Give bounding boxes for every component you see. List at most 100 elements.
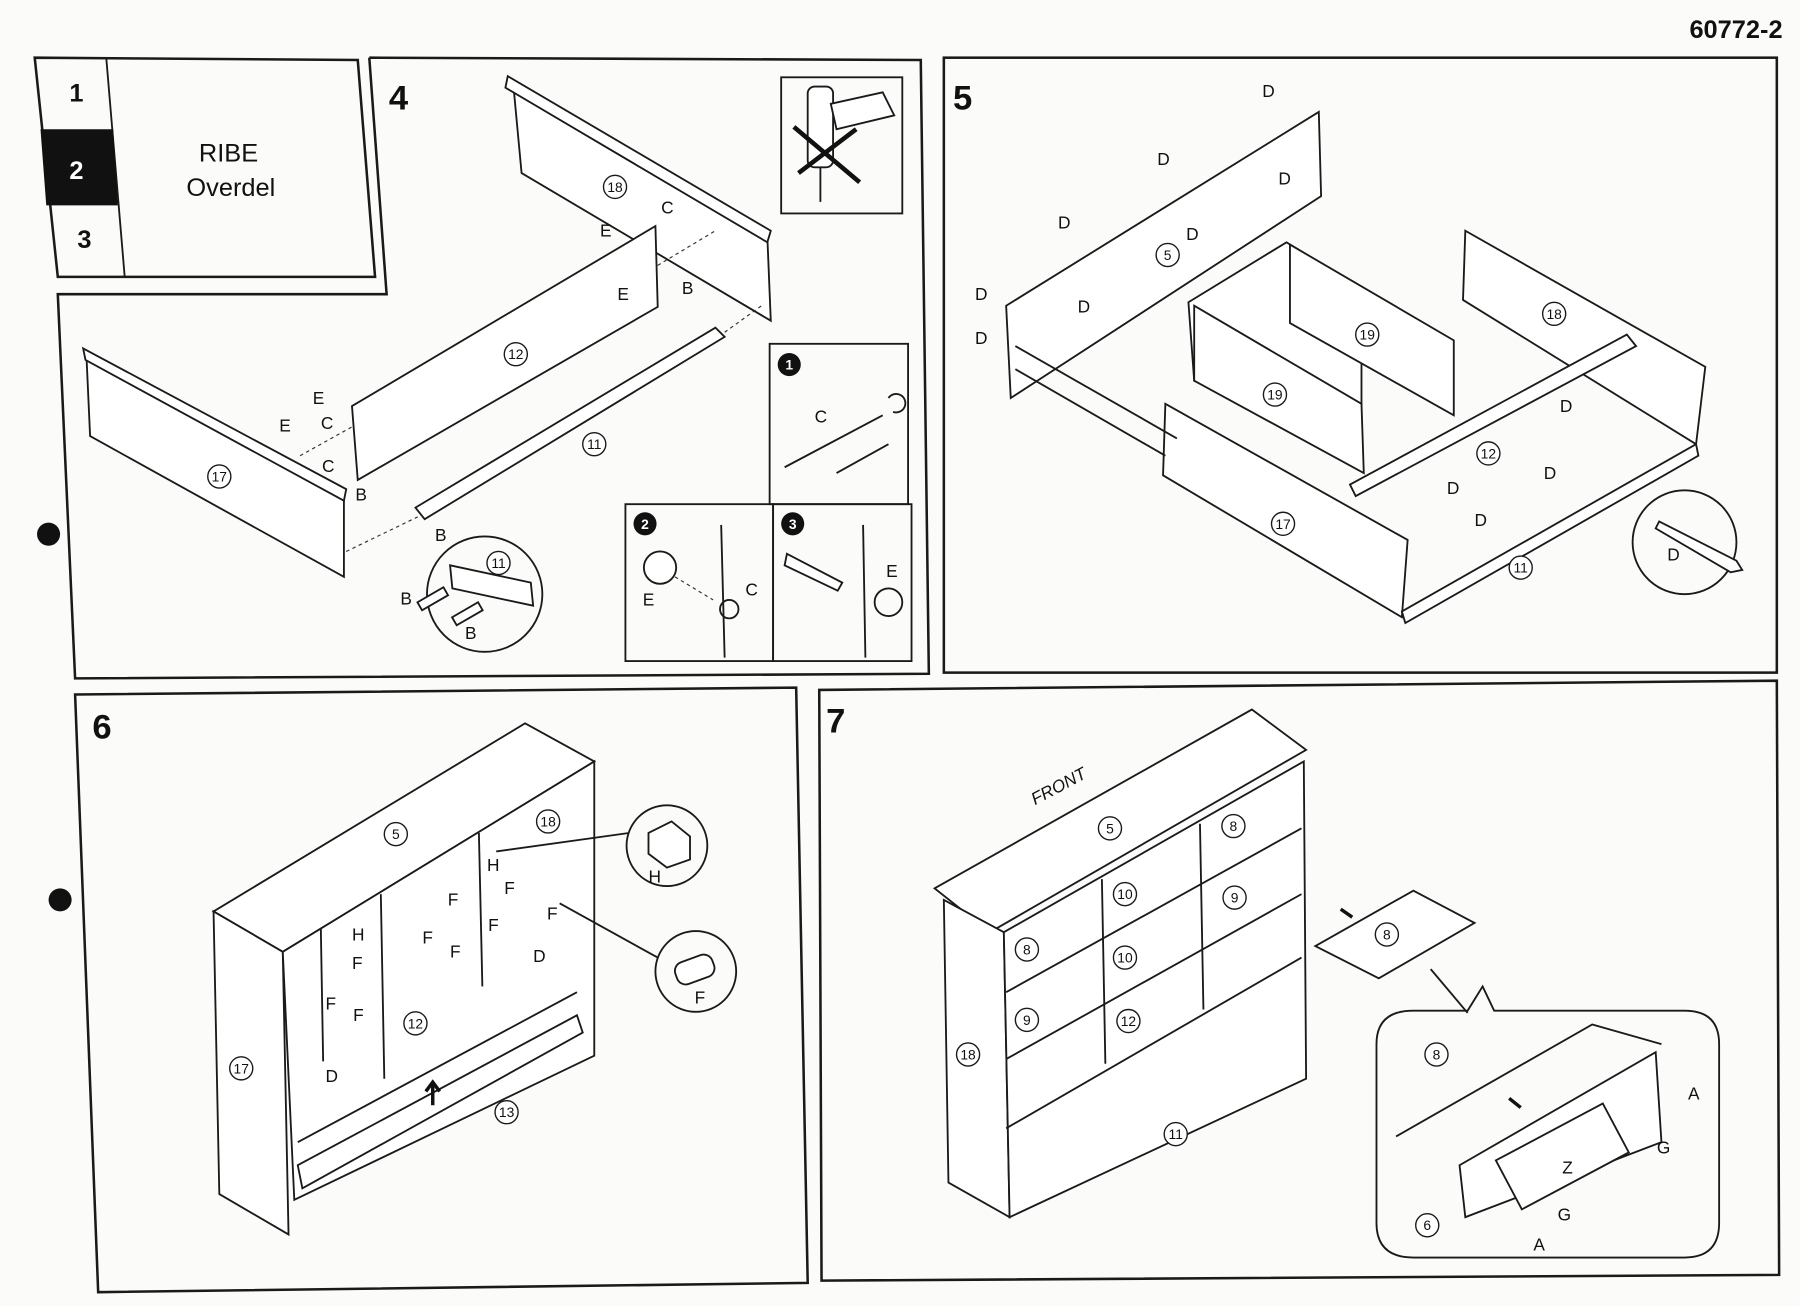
hardware-letter: D xyxy=(325,1066,337,1086)
part-callout: 17 xyxy=(212,468,227,484)
substep-number: 3 xyxy=(789,516,797,532)
hardware-letter: G xyxy=(1558,1205,1571,1225)
hardware-letter: D xyxy=(975,284,988,304)
part-callout: 8 xyxy=(1230,818,1238,834)
step-index-box: 1 2 3 RIBE Overdel xyxy=(33,56,377,279)
part-callouts: 18 12 11 17 xyxy=(207,174,628,489)
hardware-letter: D xyxy=(1475,510,1488,530)
part-callout: 6 xyxy=(1423,1217,1431,1233)
hardware-letter: H xyxy=(648,867,661,887)
part-callout: 11 xyxy=(1169,1126,1184,1142)
part-callout: 18 xyxy=(960,1046,976,1062)
step-number: 5 xyxy=(953,80,972,118)
hardware-letter: E xyxy=(313,388,325,408)
part-callout: 12 xyxy=(508,346,523,362)
hardware-letter: D xyxy=(1058,212,1070,232)
hardware-letter: F xyxy=(450,942,461,962)
hardware-letter: E xyxy=(279,415,291,435)
step-6-panel: 6 5 18 12 17 13 H H F F F F F xyxy=(73,686,809,1294)
substep-1: 1 C xyxy=(768,342,909,506)
part-callout: 13 xyxy=(499,1104,515,1120)
part-callout: 10 xyxy=(1117,886,1133,902)
hardware-letter: E xyxy=(886,561,898,581)
step-4-panel: 4 18 12 11 17 11 C E E B E xyxy=(56,56,931,680)
part-callout: 12 xyxy=(1121,1013,1136,1029)
part-callout: 17 xyxy=(1275,516,1290,532)
step-7-panel: 7 FRONT 5 8 10 10 8 9 9 12 18 11 8 xyxy=(817,679,1781,1282)
part-callout: 5 xyxy=(1106,820,1114,836)
substep-2: 2 E C xyxy=(624,503,775,662)
part-callout: 11 xyxy=(491,555,506,571)
step-5-panel: 5 5 19 19 18 12 17 11 D D D D D D xyxy=(942,56,1779,674)
part-callout: 5 xyxy=(1164,247,1172,263)
part-callout: 11 xyxy=(587,436,602,452)
hardware-letter: F xyxy=(353,1005,364,1025)
hardware-letter: D xyxy=(1278,169,1291,189)
hardware-letter: B xyxy=(682,278,694,298)
binder-hole xyxy=(37,522,61,546)
hardware-letter: C xyxy=(322,456,334,476)
hardware-letter: D xyxy=(975,328,988,348)
hardware-letter: G xyxy=(1657,1138,1670,1158)
hardware-letter: F xyxy=(422,928,433,948)
hardware-letter: C xyxy=(815,406,828,426)
part-callout: 17 xyxy=(234,1060,249,1076)
part-callout: 12 xyxy=(408,1015,423,1031)
hardware-letter: D xyxy=(1157,149,1170,169)
part-callout: 19 xyxy=(1360,327,1376,343)
front-label: FRONT xyxy=(1027,763,1090,809)
hardware-letter: C xyxy=(661,197,673,217)
part-callout: 9 xyxy=(1231,890,1239,906)
hardware-letter: D xyxy=(1447,478,1460,498)
index-step-3: 3 xyxy=(77,226,91,254)
hardware-letter: F xyxy=(352,953,363,973)
up-arrow-icon xyxy=(424,1079,442,1106)
hardware-letter: Z xyxy=(1562,1157,1573,1177)
hardware-letter: D xyxy=(533,946,546,966)
product-subtitle: Overdel xyxy=(186,174,275,202)
substep-number: 1 xyxy=(785,357,793,373)
part-callout: 18 xyxy=(607,179,623,195)
part-callout: 18 xyxy=(540,813,556,829)
hardware-letter: D xyxy=(1078,297,1090,317)
hardware-letter: D xyxy=(1262,81,1275,101)
arrow-icon xyxy=(1339,907,1354,919)
part-callouts: 5 8 10 10 8 9 9 12 18 11 8 xyxy=(955,813,1400,1147)
part-callout: 8 xyxy=(1383,927,1391,943)
hardware-letter: H xyxy=(352,924,364,944)
hardware-letter: C xyxy=(321,413,333,433)
hardware-letter: C xyxy=(745,579,758,599)
part-callout: 19 xyxy=(1267,387,1283,403)
binder-hole xyxy=(48,888,72,912)
hardware-letter: F xyxy=(695,988,706,1008)
hardware-letter: A xyxy=(1533,1235,1545,1255)
hardware-letter: F xyxy=(547,904,558,924)
hardware-letter: E xyxy=(600,221,612,241)
hardware-letter: D xyxy=(1560,396,1573,416)
hardware-letter: D xyxy=(1186,224,1199,244)
part-callouts: 5 19 19 18 12 17 11 xyxy=(1155,242,1567,580)
hardware-letter: F xyxy=(448,890,459,910)
hardware-letter: F xyxy=(504,878,515,898)
hardware-letter: D xyxy=(1667,545,1680,565)
index-step-1: 1 xyxy=(69,80,83,108)
hardware-letter: B xyxy=(355,485,367,505)
no-power-drill-icon xyxy=(780,76,904,215)
part-callout: 11 xyxy=(1514,560,1529,576)
index-step-2-active: 2 xyxy=(69,157,83,185)
hardware-letters: C E E B E C E C B B B B xyxy=(279,197,693,643)
part-callouts: 5 18 12 17 13 xyxy=(229,809,561,1125)
dowel-detail-circle xyxy=(426,535,544,653)
hardware-letters: H H F F F F F F F F D D H F F xyxy=(325,855,705,1086)
hardware-letter: F xyxy=(325,993,336,1013)
part-callout: 10 xyxy=(1117,950,1133,966)
hardware-letter: D xyxy=(1544,463,1557,483)
hardware-letter: B xyxy=(435,525,447,545)
hardware-letter: H xyxy=(487,855,499,875)
hardware-letters: D D D D D D D D D D D D D xyxy=(975,81,1680,565)
product-title: RIBE xyxy=(199,140,258,168)
hardware-letter: F xyxy=(488,915,499,935)
hardware-letter: B xyxy=(400,589,412,609)
hardware-letter: E xyxy=(617,284,629,304)
